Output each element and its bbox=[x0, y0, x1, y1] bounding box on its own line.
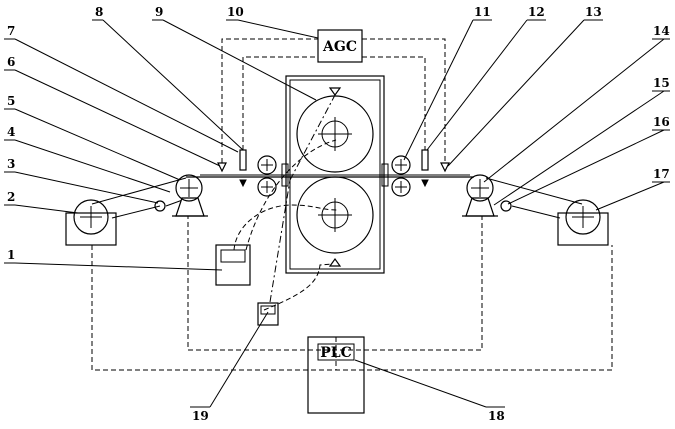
callout-6: 6 bbox=[7, 55, 15, 69]
right-pinch-rolls bbox=[392, 156, 410, 196]
control-unit-1 bbox=[216, 245, 250, 285]
callout-11: 11 bbox=[474, 5, 491, 19]
left-tension-roll bbox=[172, 175, 208, 216]
callout-3: 3 bbox=[7, 157, 15, 171]
callout-18: 18 bbox=[488, 409, 505, 423]
lower-load-cell bbox=[330, 259, 340, 266]
right-tension-roll bbox=[462, 175, 498, 216]
upper-load-cell bbox=[330, 88, 340, 95]
callout-5: 5 bbox=[7, 94, 15, 108]
callout-4: 4 bbox=[7, 125, 15, 139]
right-speed-sensor bbox=[441, 163, 449, 171]
callout-2: 2 bbox=[7, 190, 15, 204]
callout-14: 14 bbox=[653, 24, 670, 38]
agc-box: AGC bbox=[318, 30, 362, 62]
callout-9: 9 bbox=[155, 5, 163, 19]
strip bbox=[92, 175, 582, 218]
callout-13: 13 bbox=[585, 5, 602, 19]
callout-16: 16 bbox=[653, 115, 670, 129]
callout-7: 7 bbox=[7, 24, 15, 38]
right-deflector-roll bbox=[501, 201, 511, 211]
callout-17: 17 bbox=[653, 167, 670, 181]
payoff-reel bbox=[66, 200, 116, 245]
sensor-unit-19 bbox=[258, 303, 278, 325]
callout-19: 19 bbox=[192, 409, 209, 423]
lower-work-roll bbox=[297, 177, 373, 253]
callout-10: 10 bbox=[227, 5, 244, 19]
callout-8: 8 bbox=[95, 5, 103, 19]
plc-box: PLC bbox=[308, 337, 364, 413]
callout-12: 12 bbox=[528, 5, 545, 19]
upper-work-roll bbox=[297, 96, 373, 172]
svg-text:AGC: AGC bbox=[322, 39, 357, 55]
left-speed-sensor bbox=[218, 163, 226, 171]
right-thickness-gauge bbox=[422, 150, 428, 186]
left-thickness-gauge bbox=[240, 150, 246, 186]
svg-text:PLC: PLC bbox=[320, 345, 352, 361]
callout-15: 15 bbox=[653, 76, 670, 90]
callout-1: 1 bbox=[7, 248, 15, 262]
takeup-reel bbox=[558, 200, 608, 245]
